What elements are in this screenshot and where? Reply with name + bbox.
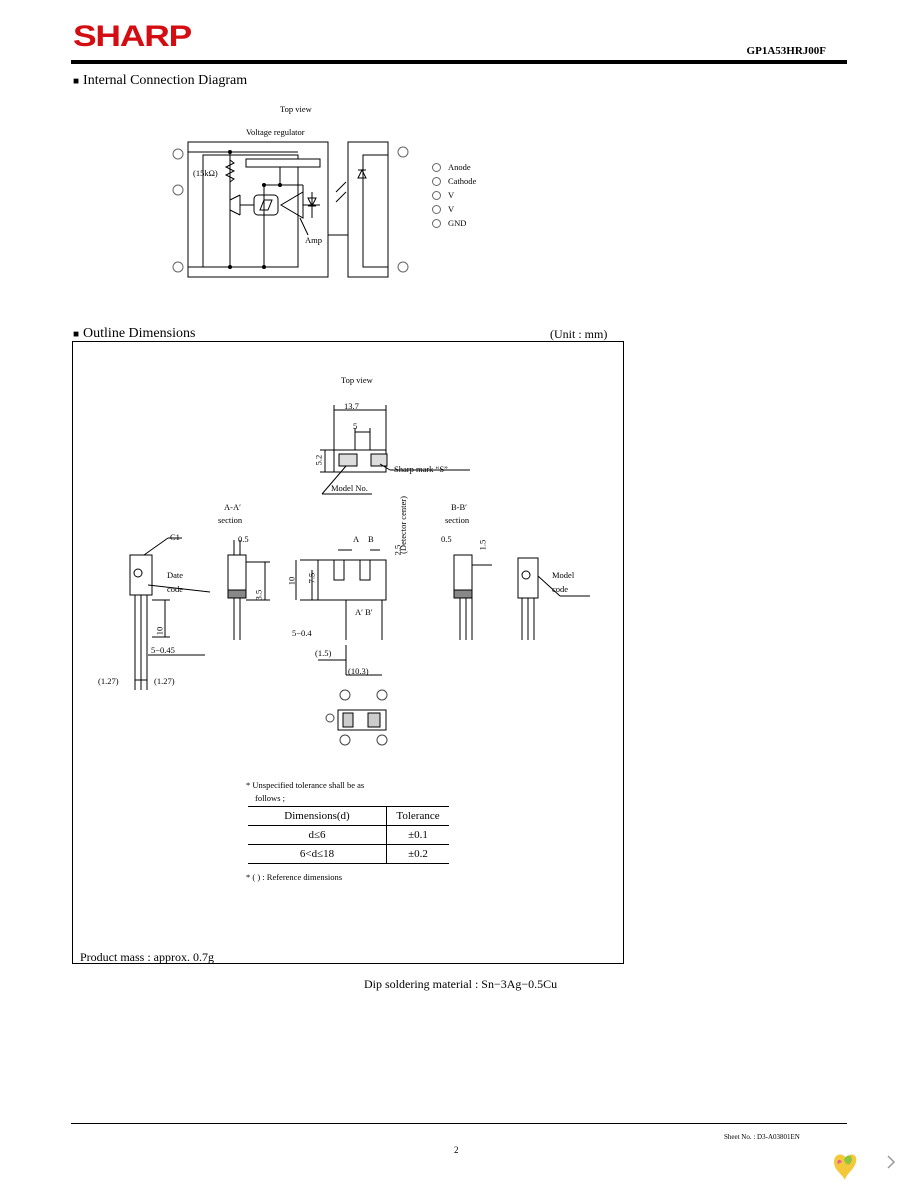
pin-marker-bottom-3 — [325, 713, 335, 723]
resistor-symbol — [224, 159, 236, 183]
pin-legend-item: Cathode — [432, 174, 476, 188]
pin-marker-bottom-1 — [339, 689, 351, 701]
reference-note: * ( ) : Reference dimensions — [246, 872, 343, 882]
dim-5: 5 — [353, 421, 358, 431]
label-bb-1: B-B′ — [451, 502, 468, 512]
sharp-logo: SHARP — [73, 20, 192, 53]
label-a: A — [353, 534, 360, 544]
footer-rule — [71, 1123, 847, 1124]
dim-10-b: 10 — [286, 576, 297, 586]
pin-marker-bottom-4 — [339, 734, 351, 746]
table-cell: 6<d≤18 — [248, 844, 387, 864]
dim-7-5: 7.5 — [306, 572, 317, 584]
dim-1-27-b: (1.27) — [154, 676, 175, 686]
dip-soldering-material: Dip soldering material : Sn−3Ag−0.5Cu — [364, 977, 558, 991]
tolerance-note-1: * Unspecified tolerance shall be as — [246, 780, 365, 790]
amp-symbol — [280, 191, 304, 219]
pin-legend-item: V — [432, 188, 476, 202]
pin-circle-icon — [432, 218, 441, 228]
tolerance-note-2: follows ; — [255, 793, 285, 803]
front-view-body — [317, 559, 387, 601]
viewer-logo-icon — [834, 1154, 857, 1180]
header-rule — [71, 60, 847, 64]
pin-marker-2 — [172, 184, 184, 196]
pin-marker-bottom-5 — [376, 734, 388, 746]
outline-dimensions-frame — [72, 341, 624, 964]
label-b: B — [368, 534, 374, 544]
voltage-regulator-box — [245, 158, 321, 168]
internal-connection-diagram — [172, 141, 409, 278]
dim-2-5: 2.5 — [392, 544, 403, 556]
section-title-connection: ■Internal Connection Diagram — [73, 73, 248, 88]
label-aa-2: section — [218, 515, 243, 525]
bb-section-body — [453, 554, 473, 596]
dim-3-5: 3.5 — [253, 589, 264, 601]
label-resistor: (15kΩ) — [193, 168, 218, 178]
dim-5-045: 5−0.45 — [151, 645, 175, 655]
label-model-1: Model — [552, 570, 575, 580]
viewer-controls — [820, 1140, 910, 1184]
bullet-square-icon: ■ — [73, 76, 80, 87]
product-mass: Product mass : approx. 0.7g — [80, 950, 214, 964]
table-row: 6<d≤18 ±0.2 — [248, 844, 449, 864]
dim-5-04: 5−0.4 — [292, 628, 312, 638]
pin-circle-icon — [432, 204, 441, 214]
table-cell: d≤6 — [248, 825, 387, 845]
table-cell: ±0.1 — [386, 825, 449, 845]
pin-legend: Anode Cathode V V GND — [432, 160, 476, 230]
label-amp: Amp — [305, 235, 322, 245]
page-number: 2 — [454, 1145, 459, 1155]
sheet-number: Sheet No. : D3-A03801EN — [724, 1133, 800, 1141]
dim-10-3-ref: (10.3) — [348, 666, 369, 676]
label-c1: C1 — [170, 532, 180, 542]
next-page-chevron-icon[interactable] — [887, 1155, 896, 1169]
pin-circle-icon — [432, 190, 441, 200]
dim-13-7: 13.7 — [344, 401, 359, 411]
pin-legend-item: Anode — [432, 160, 476, 174]
label-bb-2: section — [445, 515, 470, 525]
section-title-outline: ■Outline Dimensions — [73, 326, 196, 341]
label-model-2: code — [552, 584, 569, 594]
pin-marker-4 — [397, 146, 409, 158]
label-model-no: Model No. — [331, 483, 368, 493]
label-voltage-regulator: Voltage regulator — [246, 127, 305, 137]
column-header: Tolerance — [386, 806, 449, 826]
label-aa-1: A-A′ — [224, 502, 241, 512]
dim-1-5-ref: (1.5) — [315, 648, 332, 658]
tolerance-table: Dimensions(d) Tolerance d≤6 ±0.1 6<d≤18 … — [248, 806, 449, 864]
label-date-1: Date — [167, 570, 184, 580]
model-number: GP1A53HRJ00F — [746, 45, 826, 57]
label-outline-top-view: Top view — [341, 375, 373, 385]
pin-marker-1 — [172, 148, 184, 160]
label-ab: A′ B′ — [355, 607, 373, 617]
dim-1-27-a: (1.27) — [98, 676, 119, 686]
detector-housing — [347, 141, 389, 278]
label-date-2: code — [167, 584, 184, 594]
table-row: d≤6 ±0.1 — [248, 825, 449, 845]
pin-circle-icon — [432, 176, 441, 186]
bullet-square-icon: ■ — [73, 329, 80, 340]
dim-0-5-b: 0.5 — [441, 534, 452, 544]
bottom-view-body — [337, 709, 387, 731]
aa-section-body — [227, 554, 247, 596]
label-sharp-mark: Sharp mark “S” — [394, 464, 448, 474]
pin-marker-5 — [397, 261, 409, 273]
dim-0-5-a: 0.5 — [238, 534, 249, 544]
dim-1-5: 1.5 — [477, 539, 488, 551]
led-symbol — [357, 168, 367, 179]
table-cell: ±0.2 — [386, 844, 449, 864]
pin-legend-item: V — [432, 202, 476, 216]
dim-10-a: 10 — [154, 626, 165, 636]
pin-legend-item: GND — [432, 216, 476, 230]
pin-marker-3 — [172, 261, 184, 273]
column-header: Dimensions(d) — [248, 806, 387, 826]
table-header-row: Dimensions(d) Tolerance — [248, 806, 449, 826]
pin-marker-bottom-2 — [376, 689, 388, 701]
dim-5-2: 5.2 — [313, 454, 324, 466]
label-top-view: Top view — [280, 104, 312, 114]
outline-drawing — [129, 405, 590, 746]
unit-label: (Unit : mm) — [550, 327, 608, 341]
pin-circle-icon — [432, 162, 441, 172]
